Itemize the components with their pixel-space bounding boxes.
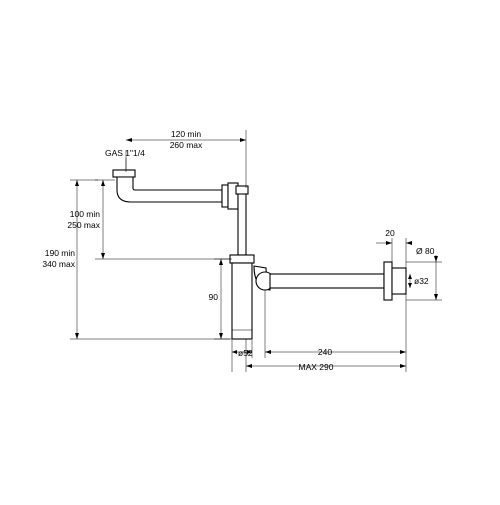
bottle-trap: [112, 169, 407, 340]
rosette-depth-label: 20: [385, 228, 395, 238]
dim-body-height: 90: [209, 258, 230, 340]
offset-min-label: 120 min: [171, 129, 202, 139]
thread-label: GAS 1"1/4: [105, 148, 145, 158]
inlet-cap: [112, 169, 136, 178]
inlet-height-min-label: 100 min: [70, 209, 101, 219]
junction-collar: [235, 185, 249, 195]
coupling-ring-left: [221, 184, 229, 208]
dim-pipe-diameter: ø32: [408, 274, 429, 288]
dim-thread: GAS 1"1/4: [105, 148, 145, 170]
body-diameter-label: ø52: [238, 348, 253, 358]
rosette-diameter-label: Ø 80: [416, 246, 435, 256]
rosette-sleeve: [391, 267, 407, 295]
dim-total-height: 190 min 340 max: [42, 179, 232, 340]
dim-bottom: ø52 240 MAX 290: [231, 290, 407, 372]
dim-rosette-diameter: Ø 80: [406, 246, 442, 301]
pipe-diameter-label: ø32: [414, 276, 429, 286]
max-length-label: MAX 290: [299, 362, 334, 372]
total-height-min-label: 190 min: [45, 248, 76, 258]
bottle-top-ring: [229, 254, 255, 264]
dim-inlet-height: 100 min 250 max: [67, 179, 232, 260]
inlet-height-max-label: 250 max: [67, 220, 100, 230]
outlet-pipe: [269, 273, 385, 289]
total-height-max-label: 340 max: [42, 259, 75, 269]
inlet-elbow-pipe: [116, 176, 223, 203]
rosette-flange: [383, 261, 393, 301]
body-height-label: 90: [209, 292, 219, 302]
offset-max-label: 260 max: [170, 140, 203, 150]
bottle-body: [231, 262, 253, 340]
dip-tube: [237, 189, 247, 256]
dim-horizontal-offset: 120 min 260 max: [125, 129, 247, 188]
outlet-length-label: 240: [318, 347, 332, 357]
dim-rosette-depth: 20: [376, 228, 412, 268]
